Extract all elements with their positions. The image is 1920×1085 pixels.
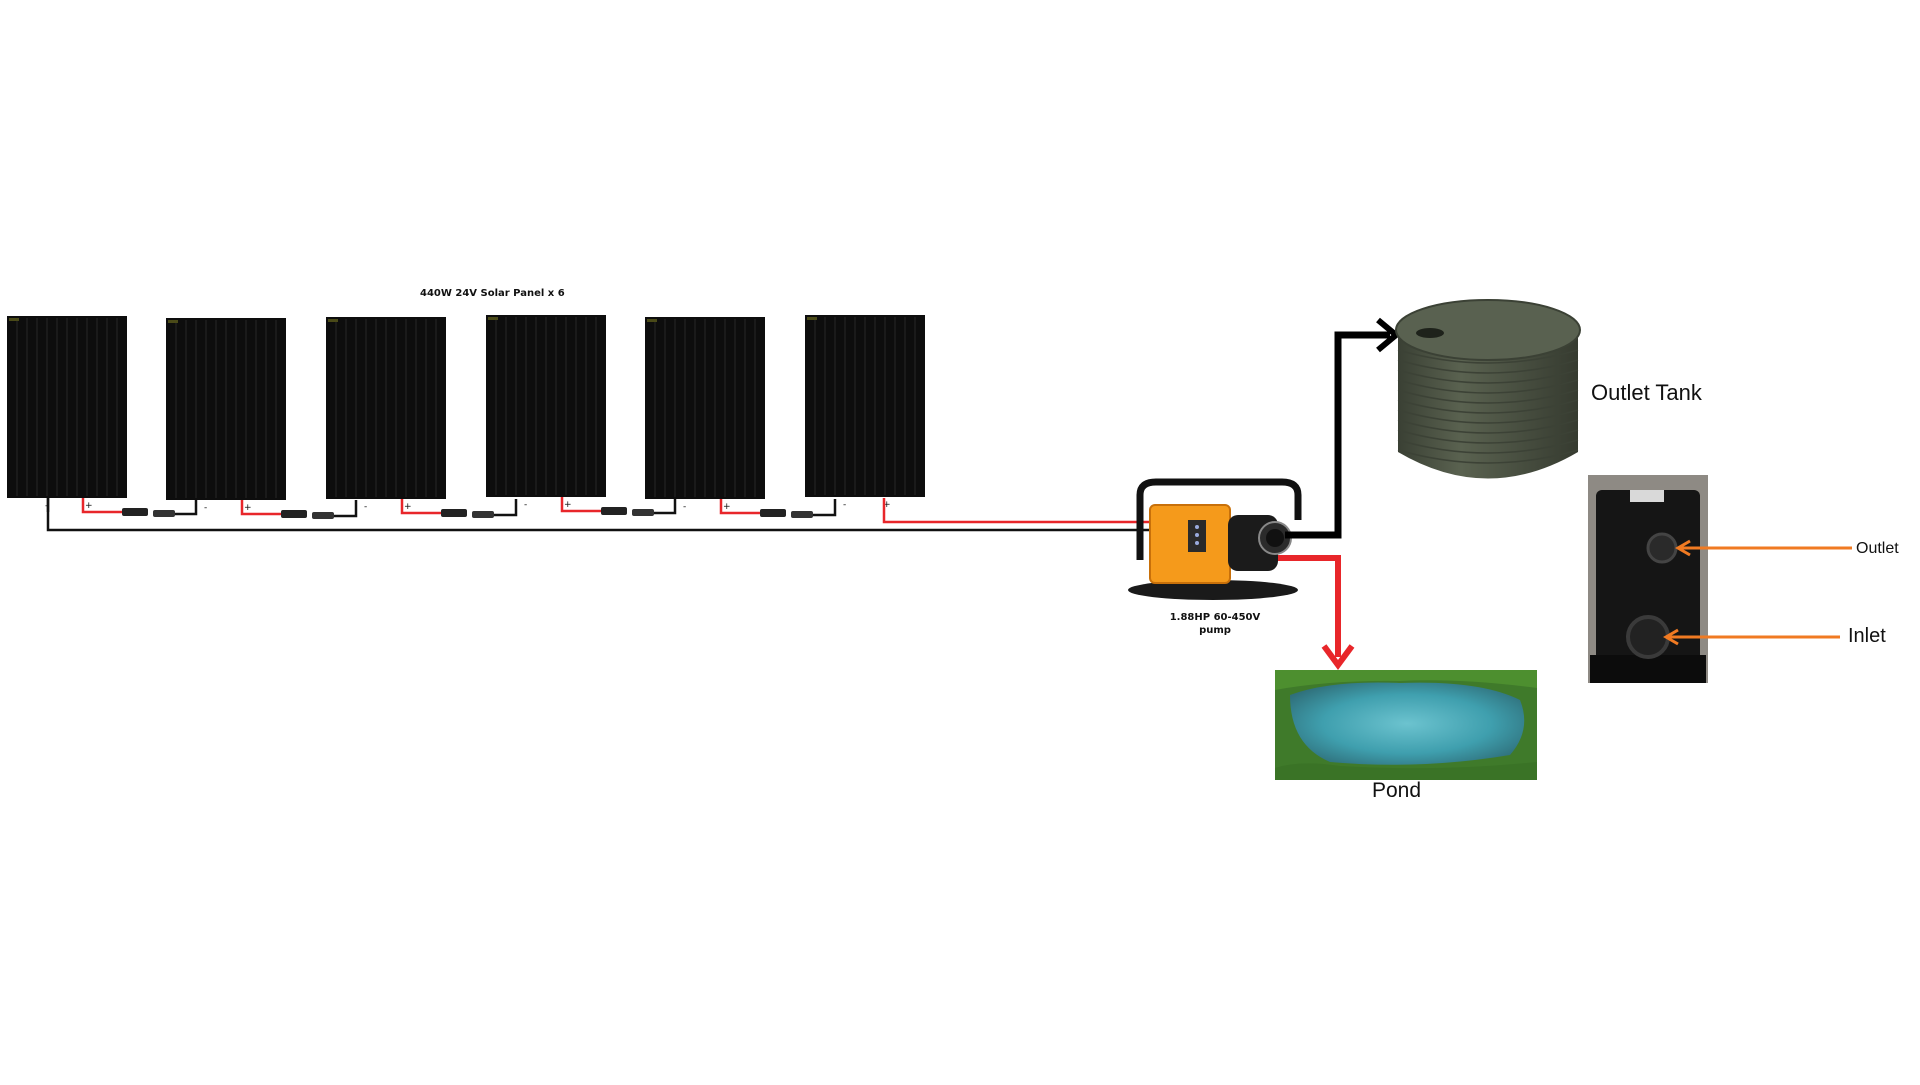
mc4-connector xyxy=(791,511,813,518)
mc4-connector xyxy=(441,509,467,517)
solar-panel xyxy=(486,315,606,497)
positive-terminal-label: + xyxy=(564,500,572,510)
callout-arrows xyxy=(1663,539,1852,646)
inlet-caption: Inlet xyxy=(1848,625,1886,647)
pump-photo-inlet-port xyxy=(1626,615,1670,659)
positive-terminal-label: + xyxy=(244,503,252,513)
outlet-caption: Outlet xyxy=(1856,540,1899,557)
pond-pipe-arrowhead xyxy=(1321,644,1355,671)
mc4-connector xyxy=(472,511,494,518)
negative-link-wire xyxy=(494,499,518,517)
outlet-pipe-arrowhead xyxy=(1376,317,1401,353)
pipes xyxy=(1278,317,1401,671)
positive-link-wire xyxy=(400,499,441,515)
tank-rib xyxy=(1397,449,1579,464)
negative-link-wire xyxy=(334,500,358,518)
tank-caption: Outlet Tank xyxy=(1591,380,1702,405)
outlet-callout-arrowhead xyxy=(1675,539,1691,557)
tank-rib xyxy=(1397,419,1579,434)
solar-panel xyxy=(326,317,446,499)
pump-led xyxy=(1195,525,1199,529)
pond-caption: Pond xyxy=(1372,779,1422,802)
negative-terminal-label: - xyxy=(843,500,846,510)
negative-bus-wire xyxy=(46,498,1150,532)
tank-rib xyxy=(1397,439,1579,454)
outlet-pipe xyxy=(1285,331,1390,539)
tank-rib xyxy=(1397,429,1579,444)
tank-lid xyxy=(1395,299,1581,361)
pump-port-bore xyxy=(1266,529,1284,547)
pond-grass-top xyxy=(1275,670,1537,690)
negative-terminal-label: - xyxy=(45,501,48,511)
mc4-connector xyxy=(312,512,334,519)
positive-terminal-label: + xyxy=(883,500,891,510)
panels-caption: 440W 24V Solar Panel x 6 xyxy=(420,288,565,299)
pond-water xyxy=(1290,682,1525,765)
positive-terminal-label: + xyxy=(723,502,731,512)
negative-terminal-label: - xyxy=(364,502,367,512)
mc4-connector xyxy=(153,510,175,517)
solar-panel xyxy=(805,315,925,497)
tank-rib xyxy=(1397,409,1579,424)
positive-link-wire xyxy=(81,498,122,514)
pump-closeup-photo xyxy=(1588,475,1708,683)
pump-photo-label xyxy=(1630,490,1664,502)
pump-frame xyxy=(1136,478,1302,560)
pond xyxy=(1275,670,1537,780)
pump-led xyxy=(1195,533,1199,537)
negative-link-wire xyxy=(654,497,677,515)
tank-body xyxy=(1398,332,1578,479)
negative-terminal-label: - xyxy=(204,503,207,513)
inlet-callout-arrowhead xyxy=(1663,628,1679,646)
pond-pipe xyxy=(1278,555,1341,657)
tank-rib xyxy=(1397,389,1579,404)
pump-caption: 1.88HP 60-450V pump xyxy=(1160,611,1270,637)
mc4-connector xyxy=(632,509,654,516)
mc4-connector xyxy=(601,507,627,515)
mc4-connector xyxy=(760,509,786,517)
pump-led xyxy=(1195,541,1199,545)
positive-terminal-label: + xyxy=(404,502,412,512)
pump-photo-base xyxy=(1590,655,1706,683)
solar-panel xyxy=(166,318,286,500)
mc4-connector xyxy=(281,510,307,518)
pump-photo-body xyxy=(1596,490,1700,670)
pump-base xyxy=(1128,580,1298,600)
solar-panel xyxy=(645,317,765,499)
solar-panel xyxy=(7,316,127,498)
positive-home-run-wire xyxy=(882,498,1150,524)
outlet-tank xyxy=(1395,299,1581,479)
pump-caption-line1: 1.88HP 60-450V xyxy=(1169,612,1261,623)
mc4-connector xyxy=(122,508,148,516)
tank-rib xyxy=(1397,359,1579,374)
tank-rib xyxy=(1397,399,1579,414)
tank-rib xyxy=(1397,379,1579,394)
positive-terminal-label: + xyxy=(85,501,93,511)
pump-unit xyxy=(1128,478,1302,600)
negative-terminal-label: - xyxy=(683,502,686,512)
tank-rib xyxy=(1397,349,1579,364)
negative-link-wire xyxy=(813,499,837,517)
pump-caption-line2: pump xyxy=(1199,625,1231,636)
pump-photo-outlet-port xyxy=(1646,532,1678,564)
pond-grass-bottom xyxy=(1275,762,1537,780)
positive-link-wire xyxy=(719,499,760,515)
tank-inlet-hatch xyxy=(1416,328,1444,338)
solar-panel-array: - + - + - + - + - + - + xyxy=(7,315,925,519)
positive-link-wire xyxy=(240,500,281,516)
negative-link-wire xyxy=(175,498,198,516)
negative-terminal-label: - xyxy=(524,500,527,510)
positive-link-wire xyxy=(560,497,601,513)
tank-rib xyxy=(1397,369,1579,384)
wiring xyxy=(46,498,1150,532)
